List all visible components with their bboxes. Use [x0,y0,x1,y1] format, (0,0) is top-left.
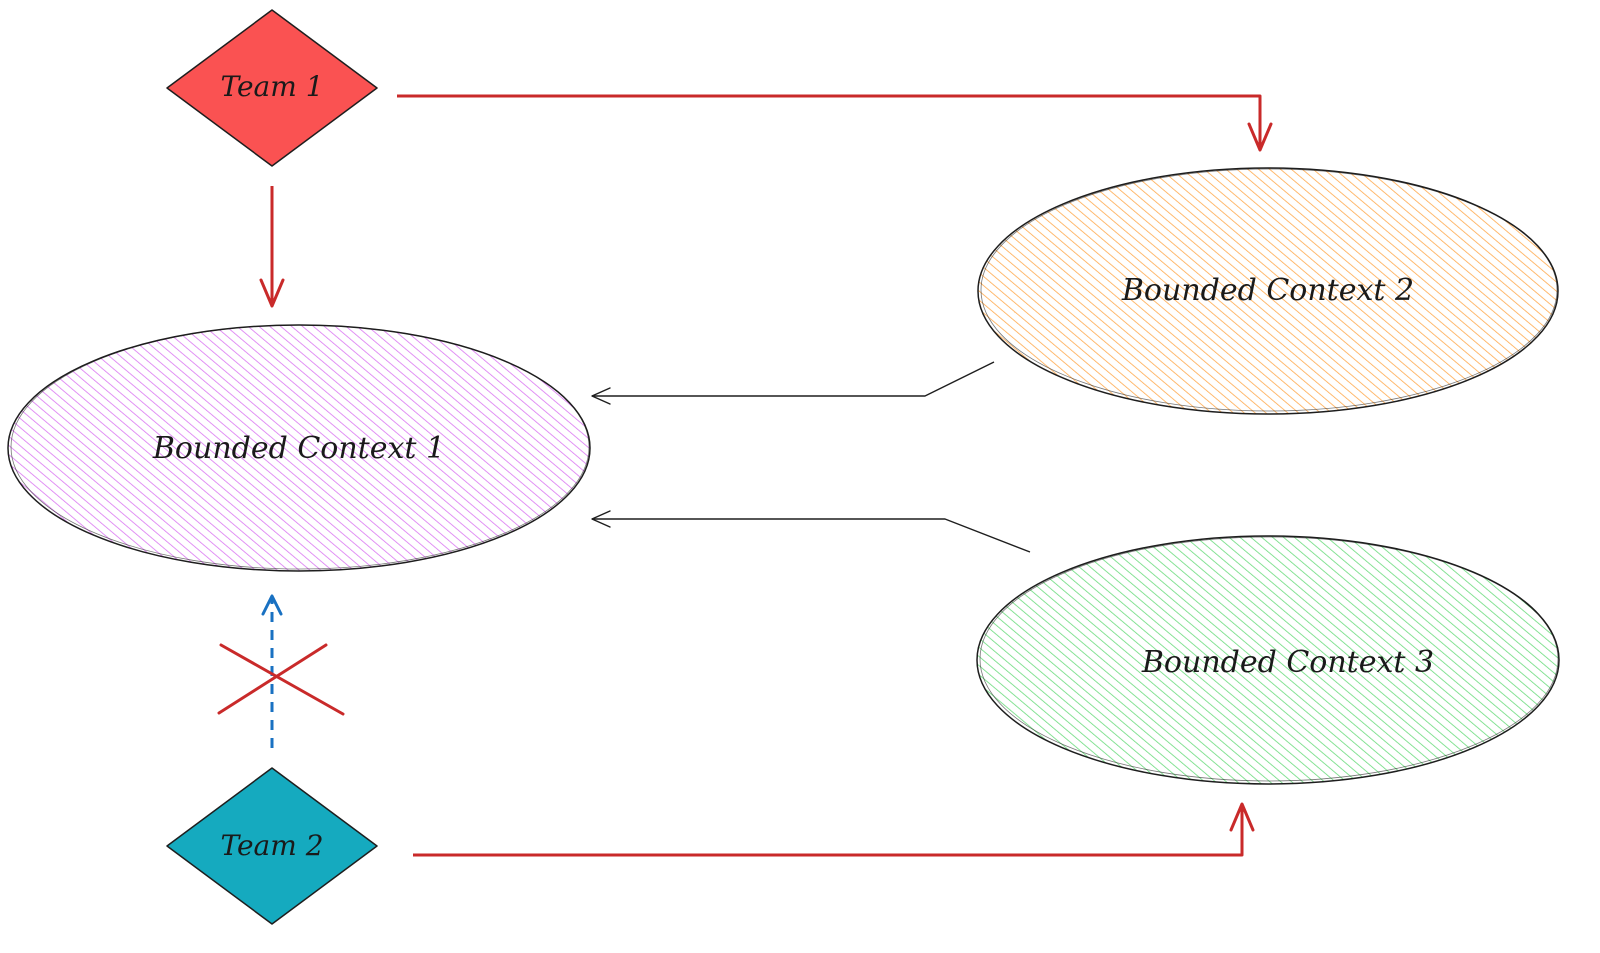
team-2-label: Team 2 [220,829,323,862]
team-1-label: Team 1 [220,70,323,103]
team-2-node[interactable]: Team 2 [166,767,378,925]
team-1-node[interactable]: Team 1 [166,9,378,167]
arrow-team-2-to-context-3 [413,802,1255,857]
bounded-context-1-label: Bounded Context 1 [152,431,445,466]
arrow-context-3-to-context-1 [591,510,1031,553]
arrow-context-2-to-context-1 [591,361,995,405]
arrow-team-2-to-context-1-blocked [261,594,283,748]
bounded-context-3-node[interactable]: Bounded Context 3 [976,535,1560,785]
bounded-context-1-node[interactable]: Bounded Context 1 [7,324,591,572]
bounded-context-2-label: Bounded Context 2 [1121,273,1414,308]
arrow-team-1-to-context-1 [259,186,285,308]
bounded-context-3-label: Bounded Context 3 [1141,645,1434,680]
arrow-team-1-to-context-2 [397,94,1273,152]
bounded-context-2-node[interactable]: Bounded Context 2 [977,167,1559,415]
blocked-cross-icon [217,643,345,716]
